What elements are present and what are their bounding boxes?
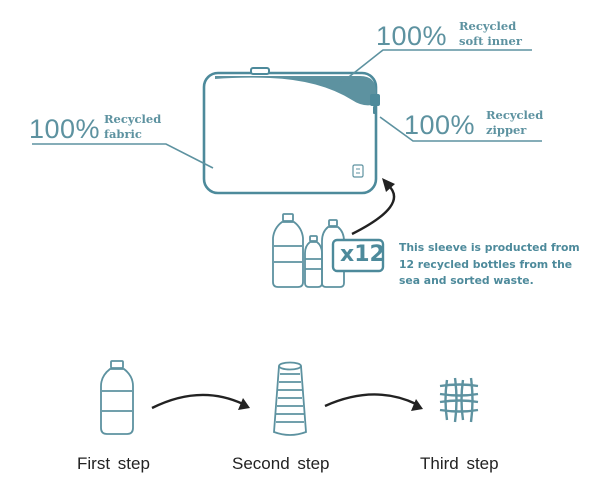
- fabric-label-line1: Recycled: [104, 112, 162, 126]
- bottle-icon: [100, 360, 134, 435]
- step-arrow-1: [151, 393, 244, 410]
- bottles-description-line: This sleeve is producted from: [399, 241, 580, 254]
- fabric-leader-line: [32, 143, 214, 169]
- process-steps: [100, 360, 479, 436]
- zipper-label: Recycled zipper: [486, 108, 543, 138]
- zipper-label-line2: zipper: [486, 123, 527, 137]
- step-label-first: First step: [77, 454, 150, 473]
- zipper-leader-line: [379, 116, 542, 142]
- bottles-description: This sleeve is producted from 12 recycle…: [399, 240, 580, 290]
- step-arrow-2: [324, 393, 417, 408]
- laptop-sleeve-icon: [202, 67, 380, 195]
- bottles-description-line: sea and sorted waste.: [399, 274, 534, 287]
- medium-bottle-icon: [321, 219, 345, 288]
- soft-inner-leader-line: [339, 49, 532, 85]
- bottle-multiplier: x12: [340, 242, 385, 267]
- small-bottle-icon: [304, 235, 323, 288]
- soft-inner-label-line2: soft inner: [459, 34, 522, 48]
- x12-box: [331, 238, 385, 273]
- step-label-third: Third step: [420, 454, 499, 473]
- bottles-to-sleeve-arrow: [351, 184, 396, 236]
- fabric-label: Recycled fabric: [104, 112, 161, 142]
- bottles-group-icon: [272, 178, 396, 288]
- large-bottle-icon: [272, 213, 304, 288]
- woven-fabric-icon: [439, 377, 479, 423]
- fabric-percent: 100%: [29, 114, 101, 144]
- fabric-label-line2: fabric: [104, 127, 142, 141]
- step-label-second: Second step: [232, 454, 330, 473]
- zipper-percent: 100%: [404, 110, 476, 140]
- bottles-description-line: 12 recycled bottles from the: [399, 257, 573, 271]
- yarn-spool-icon: [273, 361, 307, 436]
- soft-inner-percent: 100%: [376, 21, 448, 51]
- soft-inner-label: Recycled soft inner: [459, 19, 522, 49]
- soft-inner-label-line1: Recycled: [459, 19, 517, 33]
- zipper-label-line1: Recycled: [486, 108, 544, 122]
